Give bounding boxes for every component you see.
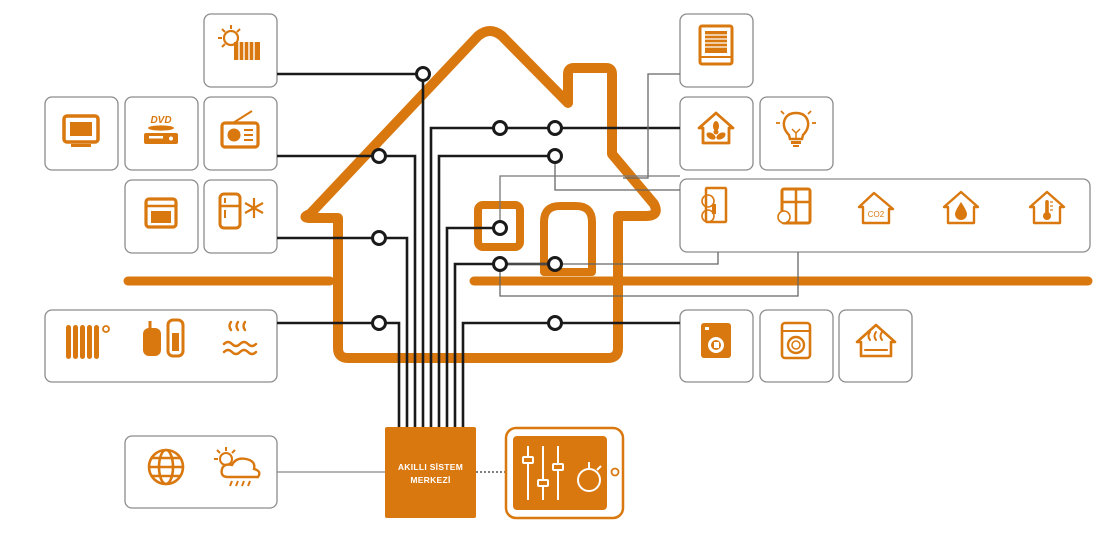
boiler-icon [143,318,185,358]
dvd-player-icon: DVD [144,115,178,144]
node [547,120,563,136]
door-sensor-icon [701,186,728,224]
hub-label-line1: AKILLI SİSTEM [398,462,463,472]
house-outline [300,26,661,363]
weather-icon [214,447,261,487]
node [415,66,431,82]
radiator-icon [66,325,110,359]
radio-icon [220,110,260,149]
dryer-icon [780,321,812,360]
node [371,230,387,246]
node [547,148,563,164]
node [547,256,563,272]
node [547,315,563,331]
window-blind-icon [698,24,734,66]
washing-machine-icon [701,323,731,358]
tablet-control-icon[interactable] [504,426,625,520]
hub-label-line2: MERKEZİ [410,475,450,485]
dvd-label: DVD [150,115,171,126]
globe-icon [147,448,185,486]
node [492,120,508,136]
oven-icon [144,197,178,229]
node [371,148,387,164]
box-radio [203,96,278,171]
light-bulb-icon [776,110,816,147]
co2-label: CO2 [868,210,885,219]
sun-shade-icon [218,25,260,60]
node [492,220,508,236]
window-sensor-icon [777,187,812,225]
box-house-heating [838,309,913,383]
sensor-connectors [499,73,799,297]
node [492,256,508,272]
connection-nodes [371,66,563,331]
box-sensors [679,178,1091,253]
box-dryer [759,309,834,383]
smart-system-hub[interactable]: AKILLI SİSTEM MERKEZİ [385,427,476,518]
house-heating-icon [855,323,897,358]
fridge-freezer-icon [218,192,264,230]
tv-icon [62,114,100,147]
temperature-sensor-icon [1028,190,1066,225]
floor-heating-icon [222,320,258,356]
co2-sensor-icon: CO2 [857,191,895,225]
house-ventilation-icon [697,111,735,145]
node [371,315,387,331]
humidity-sensor-icon [942,190,980,225]
